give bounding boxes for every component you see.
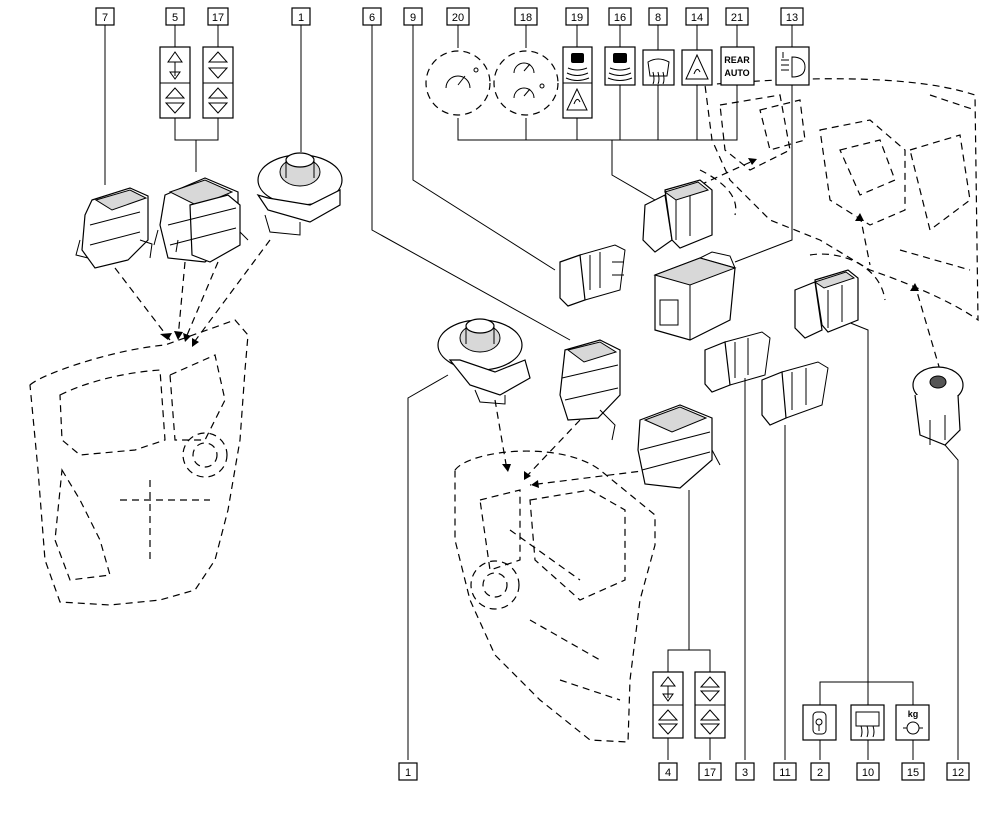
callout-20: 20 <box>452 12 464 24</box>
callout-13: 13 <box>786 12 798 24</box>
callout-10: 10 <box>862 767 874 779</box>
symbol-box-19 <box>562 46 593 119</box>
callout-boxes: 7 5 17 1 6 9 20 18 19 16 8 14 21 13 1 4 … <box>95 7 970 781</box>
callout-21: 21 <box>731 12 743 24</box>
dashed-arrows <box>114 158 941 488</box>
callout-8: 8 <box>655 12 661 24</box>
callout-19: 19 <box>571 12 583 24</box>
window-switch-6 <box>559 339 621 441</box>
rpm-gauge-icon <box>425 50 491 116</box>
blank-switch-3 <box>704 331 771 393</box>
callout-2: 2 <box>817 767 823 779</box>
leader-lines <box>104 25 959 760</box>
svg-text:kg: kg <box>908 709 919 719</box>
child-lock-icon <box>802 704 837 741</box>
callout-9: 9 <box>410 12 416 24</box>
window-switch-7 <box>75 187 153 269</box>
window-switch-double-b <box>637 404 721 489</box>
callout-6: 6 <box>369 12 375 24</box>
callout-15: 15 <box>907 767 919 779</box>
switch-group-2-10-15 <box>794 269 859 339</box>
callout-11: 11 <box>779 767 790 779</box>
svg-text:AUTO: AUTO <box>724 68 749 78</box>
callout-5: 5 <box>172 12 178 24</box>
callout-18: 18 <box>520 12 532 24</box>
symbol-box-5 <box>159 46 191 119</box>
callout-3: 3 <box>742 767 748 779</box>
mirror-control-1b <box>437 318 531 405</box>
hazard-warning-icon <box>681 49 713 86</box>
symbol-box-17a <box>202 46 234 119</box>
symbol-box-16 <box>604 46 636 86</box>
callout-14: 14 <box>691 12 703 24</box>
callout-1-bottom: 1 <box>405 767 411 779</box>
speedometer-icon <box>493 50 559 116</box>
rear-defrost-icon-2 <box>850 704 885 741</box>
rotary-switch-12 <box>912 366 964 446</box>
load-level-icon: kg <box>895 704 930 741</box>
right-door-panel <box>454 450 656 743</box>
blank-switch-9 <box>559 244 626 307</box>
callout-7: 7 <box>102 12 108 24</box>
blank-switch-11 <box>761 361 829 426</box>
callout-17: 17 <box>212 12 224 24</box>
svg-text:REAR: REAR <box>724 55 750 65</box>
symbol-box-17b <box>694 671 726 739</box>
callout-1: 1 <box>298 12 304 24</box>
headlamp-level-icon <box>775 46 810 86</box>
rear-defrost-icon <box>642 49 675 86</box>
switch-group-16 <box>642 179 713 253</box>
symbol-box-21: REAR AUTO <box>720 46 755 86</box>
callout-4: 4 <box>665 767 671 779</box>
left-door-panel <box>29 319 249 606</box>
window-switch-double <box>153 177 249 263</box>
symbol-box-4 <box>652 671 684 739</box>
callout-12: 12 <box>952 767 964 779</box>
callout-16: 16 <box>614 12 626 24</box>
headlamp-module-13 <box>653 251 737 341</box>
mirror-control-1 <box>256 152 343 236</box>
callout-17-bottom: 17 <box>704 767 716 779</box>
